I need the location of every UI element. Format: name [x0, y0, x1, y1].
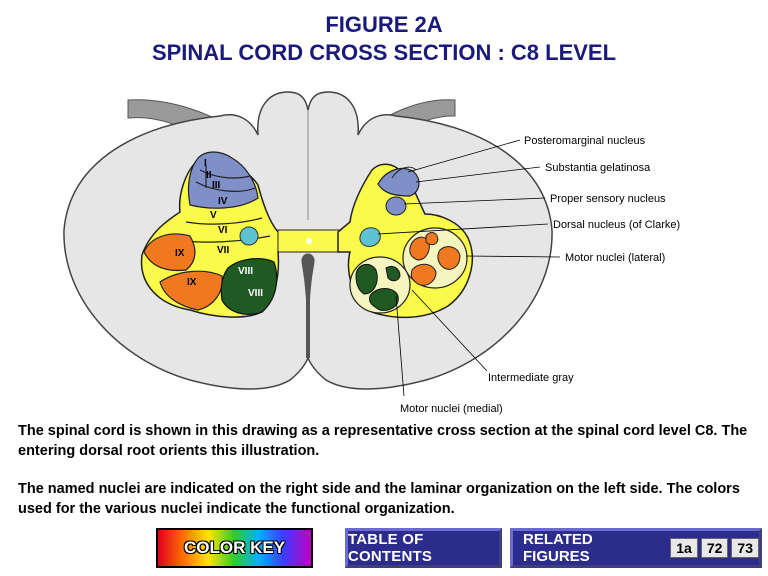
related-figure-73-button[interactable]: 73: [731, 538, 759, 558]
related-figures-label: RELATED FIGURES: [523, 531, 593, 565]
label-intermediate-gray: Intermediate gray: [488, 372, 574, 384]
lamina-ii-label: II: [206, 170, 212, 181]
lamina-iii-label: III: [212, 180, 221, 191]
label-posteromarginal-nucleus: Posteromarginal nucleus: [524, 135, 646, 147]
color-key-button[interactable]: COLOR KEY: [156, 528, 313, 568]
lamina-iv-label: IV: [218, 196, 228, 207]
lamina-ix-upper-label: IX: [175, 248, 185, 259]
left-lamina-ix-lower: [159, 270, 223, 311]
figure-number: FIGURE 2A: [325, 12, 443, 37]
central-canal: [306, 238, 312, 244]
lamina-i-label: I: [204, 158, 207, 169]
related-figure-1a-button[interactable]: 1a: [670, 538, 698, 558]
lamina-viii-lower-label: VIII: [248, 288, 263, 299]
figure-title: SPINAL CORD CROSS SECTION : C8 LEVEL: [151, 40, 617, 65]
description-paragraph-2: The named nuclei are indicated on the ri…: [18, 481, 740, 517]
lamina-vi-label: VI: [218, 225, 228, 236]
left-lamina-viii: [220, 258, 278, 315]
table-of-contents-button[interactable]: TABLE OF CONTENTS: [345, 528, 502, 568]
substantia-gelatinosa: [377, 167, 420, 197]
lamina-viii-upper-label: VIII: [238, 266, 253, 277]
label-dorsal-nucleus: Dorsal nucleus (of Clarke): [553, 219, 680, 231]
left-lamina-ix-upper: [143, 233, 196, 272]
left-dorsal-nucleus: [239, 226, 259, 246]
lamina-ix-lower-label: IX: [187, 277, 197, 288]
lamina-v-label: V: [210, 210, 217, 221]
dorsal-nucleus-clarke: [359, 227, 381, 247]
label-substantia-gelatinosa: Substantia gelatinosa: [545, 162, 651, 174]
ventral-median-fissure: [301, 253, 315, 358]
related-figure-72-button[interactable]: 72: [700, 538, 729, 558]
label-proper-sensory-nucleus: Proper sensory nucleus: [550, 193, 666, 205]
label-motor-nuclei-medial: Motor nuclei (medial): [400, 403, 503, 415]
description-paragraph-1: The spinal cord is shown in this drawing…: [18, 423, 748, 459]
spinal-cord-diagram: I II III IV V VI VII IX IX VIII VIII Pos…: [63, 91, 681, 415]
related-figures-bar: RELATED FIGURES 1a 72 73: [510, 528, 762, 568]
proper-sensory-nucleus: [385, 196, 407, 216]
lamina-vii-label: VII: [217, 245, 229, 256]
label-motor-nuclei-lateral: Motor nuclei (lateral): [565, 252, 665, 264]
